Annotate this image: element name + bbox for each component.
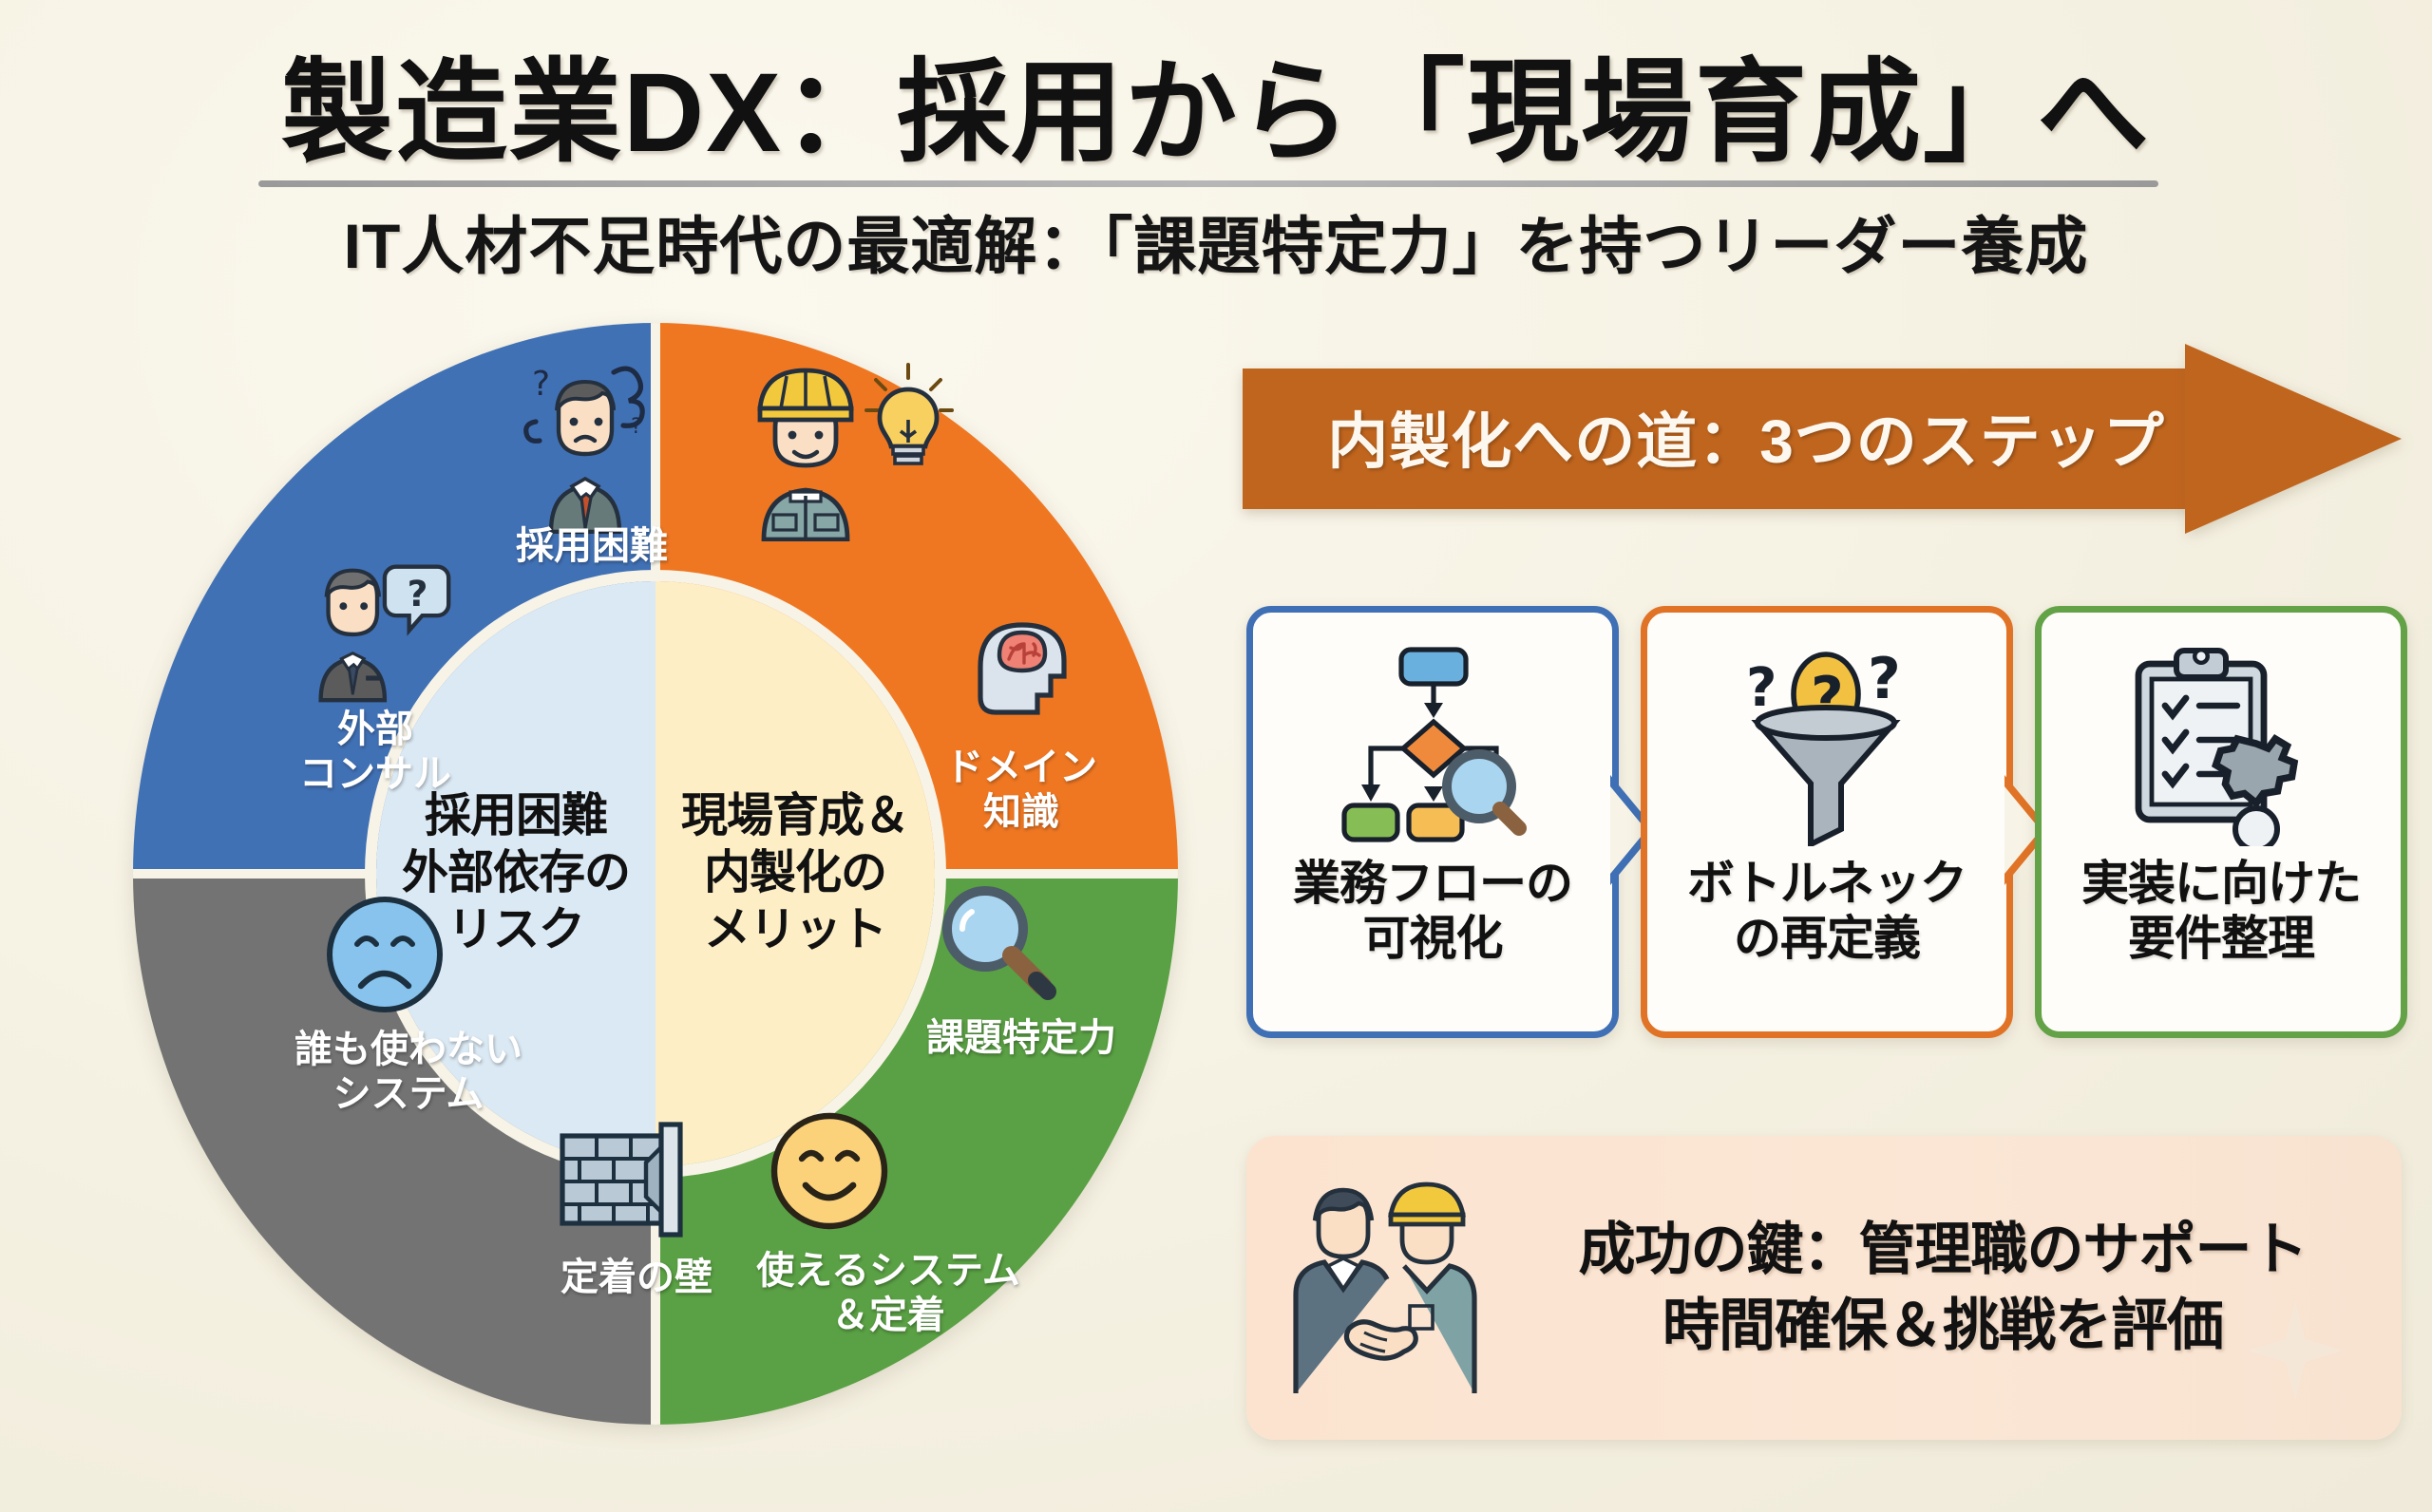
worried-businessman-icon: ? ? <box>494 353 684 539</box>
svg-text:?: ? <box>1746 657 1776 719</box>
svg-text:?: ? <box>408 573 428 614</box>
seg-label-external-consultant: 外部 コンサル <box>299 709 451 796</box>
steps-row: 業務フローの 可視化 ? ? ? ボトルネック の再定義 <box>1246 606 2415 1043</box>
seg-label-unused-system: 誰も使わない システム <box>294 1029 522 1116</box>
handshake-icon <box>1246 1169 1522 1407</box>
svg-text:?: ? <box>631 415 642 439</box>
brick-wall-icon <box>551 1109 711 1253</box>
sparkle-icon <box>2248 1301 2343 1400</box>
worker-lightbulb-icon <box>741 351 960 546</box>
seg-label-usable-system: 使えるシステム ＆定着 <box>756 1250 1020 1337</box>
comparison-donut-chart: 採用困難 外部依存の リスク 現場育成＆ 内製化の メリット ? ? 採用困難 … <box>114 313 1197 1444</box>
arrow-head-icon <box>2185 344 2402 534</box>
svg-text:?: ? <box>1868 646 1901 712</box>
funnel-question-icon: ? ? ? <box>1727 633 1927 854</box>
arrow-banner-label: 内製化への道：3つのステップ <box>1327 407 2165 476</box>
arrow-body <box>1243 369 2193 509</box>
header: 製造業DX：採用から「現場育成」へ IT人材不足時代の最適解：「課題特定力」を持… <box>0 0 2432 294</box>
step-card-2-label: ボトルネック の再定義 <box>1687 857 1967 965</box>
flowchart-magnifier-icon <box>1329 633 1536 854</box>
sad-face-icon <box>314 883 456 1030</box>
svg-text:?: ? <box>532 365 550 404</box>
step-card-1[interactable]: 業務フローの 可視化 <box>1246 606 1619 1038</box>
page-subtitle: IT人材不足時代の最適解：「課題特定力」を持つリーダー養成 <box>343 211 2089 281</box>
roadmap-arrow-banner: 内製化への道：3つのステップ <box>1243 344 2402 534</box>
magnifier-icon <box>926 874 1069 1021</box>
seg-label-problem-identification: 課題特定力 <box>926 1017 1116 1059</box>
donut-center-left-label: 採用困難 外部依存の リスク <box>401 790 631 955</box>
step-card-1-label: 業務フローの 可視化 <box>1293 857 1573 965</box>
step-connector-2-inner <box>2004 786 2041 874</box>
clipboard-gear-icon <box>2123 633 2319 854</box>
page-title: 製造業DX：採用から「現場育成」へ <box>281 50 2151 176</box>
success-key-panel: 成功の鍵：管理職のサポート 時間確保＆挑戦を評価 <box>1246 1136 2402 1440</box>
seg-label-adoption-wall: 定着の壁 <box>560 1257 712 1298</box>
seg-label-domain-knowledge: ドメイン 知識 <box>945 747 1097 834</box>
success-key-label: 成功の鍵：管理職のサポート 時間確保＆挑戦を評価 <box>1578 1217 2308 1357</box>
seg-label-recruiting-difficulty: 採用困難 <box>516 525 668 567</box>
brain-head-icon <box>950 598 1094 747</box>
step-card-3[interactable]: 実装に向けた 要件整理 <box>2035 606 2407 1038</box>
step-card-3-label: 実装に向けた 要件整理 <box>2081 857 2362 965</box>
step-card-2[interactable]: ? ? ? ボトルネック の再定義 <box>1641 606 2013 1038</box>
step-connector-1-inner <box>1610 786 1646 874</box>
donut-center-right-label: 現場育成＆ 内製化の メリット <box>680 790 910 955</box>
smiley-face-icon <box>760 1102 899 1245</box>
consultant-question-icon: ? <box>287 551 467 708</box>
title-divider <box>258 180 2158 187</box>
